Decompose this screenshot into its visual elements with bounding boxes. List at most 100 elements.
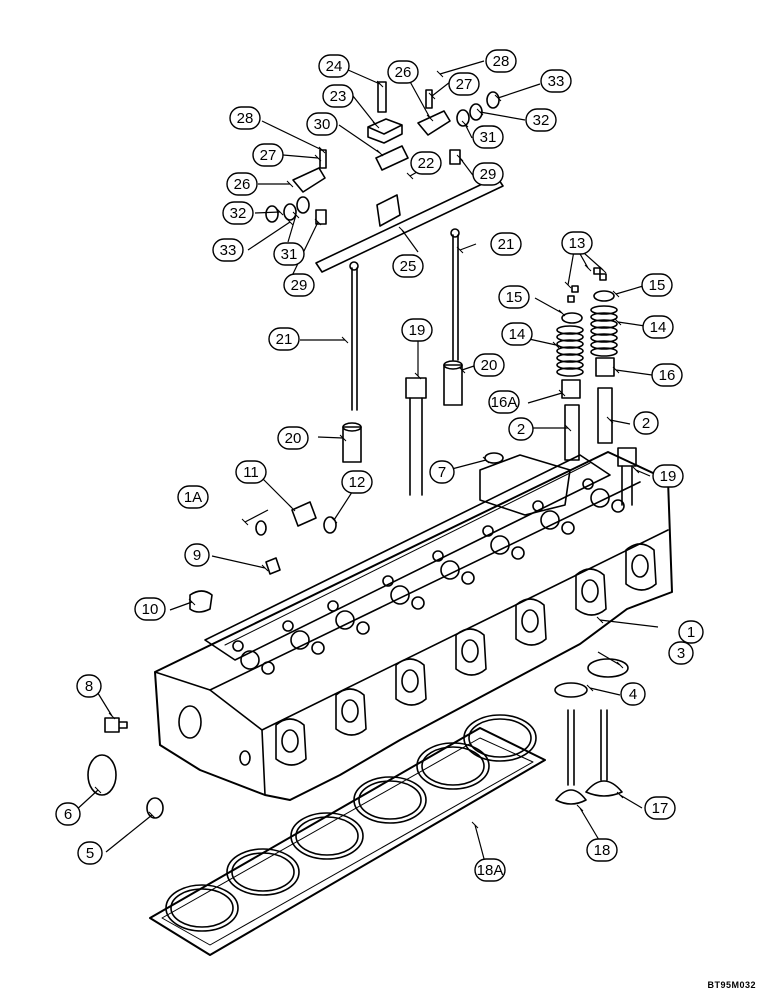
callout-number-28: 28 xyxy=(237,110,254,127)
head-gasket-inner-edge xyxy=(161,737,534,946)
callout-2: 2 xyxy=(633,411,659,435)
leader-33-51 xyxy=(247,221,291,251)
valve-stem-seal-16 xyxy=(595,357,615,377)
callout-2: 2 xyxy=(508,417,534,441)
leader-arrow-26-38 xyxy=(286,180,294,188)
gasket-bore-2 xyxy=(231,852,295,892)
leader-arrow-29-44 xyxy=(314,218,322,226)
leader-arrow-13-15 xyxy=(564,281,572,289)
leader-9-11 xyxy=(211,555,266,569)
callout-number-26: 26 xyxy=(234,176,251,193)
callout-21: 21 xyxy=(268,327,300,351)
adjusting-screw-27-right xyxy=(425,89,433,109)
leader-arrow-2-3 xyxy=(606,416,614,424)
spring-14-left-coil-7 xyxy=(556,367,584,377)
spring-retainer-15-left xyxy=(561,312,583,324)
washer-ring-6 xyxy=(265,205,279,223)
exhaust-port-1 xyxy=(275,718,307,766)
spring-retainer-15-right xyxy=(593,290,615,302)
callout-bubble-19 xyxy=(652,464,684,488)
callout-31: 31 xyxy=(273,242,305,266)
leader-arrow-7-9 xyxy=(482,456,490,464)
leader-arrow-29-43 xyxy=(456,154,464,162)
leader-arrow-32-48 xyxy=(476,108,484,116)
callout-bubble-2 xyxy=(508,417,534,441)
leader-23-34 xyxy=(352,95,377,126)
leader-10-12 xyxy=(169,601,193,611)
leader-arrow-6-8 xyxy=(94,786,102,794)
callout-number-27: 27 xyxy=(456,76,473,93)
spring-14-left-coil-2 xyxy=(556,332,584,342)
leader-28-41 xyxy=(439,60,485,75)
callout-number-3: 3 xyxy=(677,645,685,662)
callout-19: 19 xyxy=(401,318,433,342)
callout-number-16a: 16A xyxy=(491,394,518,411)
callout-number-8: 8 xyxy=(85,678,93,695)
callout-bubble-27 xyxy=(448,72,480,96)
leader-4-6 xyxy=(589,687,621,696)
port-opening-1 xyxy=(281,729,299,753)
port-opening-7 xyxy=(631,554,649,578)
leader-16A-23 xyxy=(527,392,563,404)
callout-7: 7 xyxy=(429,460,455,484)
callout-number-16: 16 xyxy=(659,367,676,384)
leader-arrow-31-46 xyxy=(461,120,469,128)
callout-3: 3 xyxy=(668,641,694,665)
pushrod-hole-8 xyxy=(232,640,244,652)
callout-number-33: 33 xyxy=(548,73,565,90)
leader-arrow-28-41 xyxy=(436,70,444,78)
callout-bubble-26 xyxy=(226,172,258,196)
callout-bubble-1 xyxy=(678,620,704,644)
exhaust-port-6 xyxy=(575,568,607,616)
callout-15: 15 xyxy=(498,285,530,309)
cylinder-head-top-edge xyxy=(209,481,641,691)
valve-guide-2-left xyxy=(564,404,580,461)
callout-number-20: 20 xyxy=(285,430,302,447)
bolt-boss-8 xyxy=(261,661,275,675)
leader-5-7 xyxy=(105,814,153,853)
callout-bubble-26 xyxy=(387,60,419,84)
leader-arrow-17-24 xyxy=(616,791,624,799)
callout-number-7: 7 xyxy=(438,464,446,481)
callout-bubble-7 xyxy=(429,460,455,484)
callout-32: 32 xyxy=(525,108,557,132)
callout-bubble-11 xyxy=(235,460,267,484)
pushrod-hole-1 xyxy=(282,620,294,632)
valve-stem-seal-16A xyxy=(561,379,581,399)
washer-ring-4 xyxy=(296,196,310,214)
callout-number-20: 20 xyxy=(481,357,498,374)
leader-arrow-21-32 xyxy=(456,246,464,254)
exhaust-port-5 xyxy=(515,598,547,646)
callout-bubble-21 xyxy=(268,327,300,351)
bolt-boss-1 xyxy=(311,641,325,655)
expansion-plug-6 xyxy=(87,754,117,796)
push-tube-29-right xyxy=(449,149,461,165)
leader-14-19 xyxy=(617,321,646,327)
callout-32: 32 xyxy=(222,201,254,225)
leader-arrow-3-5 xyxy=(616,661,624,669)
callout-12: 12 xyxy=(341,470,373,494)
pushrod-hole-4 xyxy=(432,550,444,562)
callout-28: 28 xyxy=(229,106,261,130)
leader-31-46 xyxy=(464,123,473,139)
tappet-left-top xyxy=(342,422,362,432)
callout-27: 27 xyxy=(252,143,284,167)
callout-number-19: 19 xyxy=(660,468,677,485)
callout-bubble-30 xyxy=(306,112,338,136)
callout-bubble-16a xyxy=(488,390,520,414)
leader-arrow-14-19 xyxy=(614,318,622,326)
rocker-shaft xyxy=(315,176,504,273)
callout-bubble-15 xyxy=(498,285,530,309)
callout-number-27: 27 xyxy=(260,147,277,164)
valve-pocket-1 xyxy=(290,630,310,650)
leader-1A-1 xyxy=(244,509,269,523)
callout-number-17: 17 xyxy=(652,800,669,817)
callout-13: 13 xyxy=(561,231,593,255)
pushrod-hole-2 xyxy=(327,600,339,612)
leader-27-39 xyxy=(431,81,451,97)
spring-14-left-coil-4 xyxy=(556,346,584,356)
leader-arrow-24-35 xyxy=(376,80,384,88)
rocker-shaft-bracket-23 xyxy=(367,118,403,144)
callout-bubble-33 xyxy=(540,69,572,93)
